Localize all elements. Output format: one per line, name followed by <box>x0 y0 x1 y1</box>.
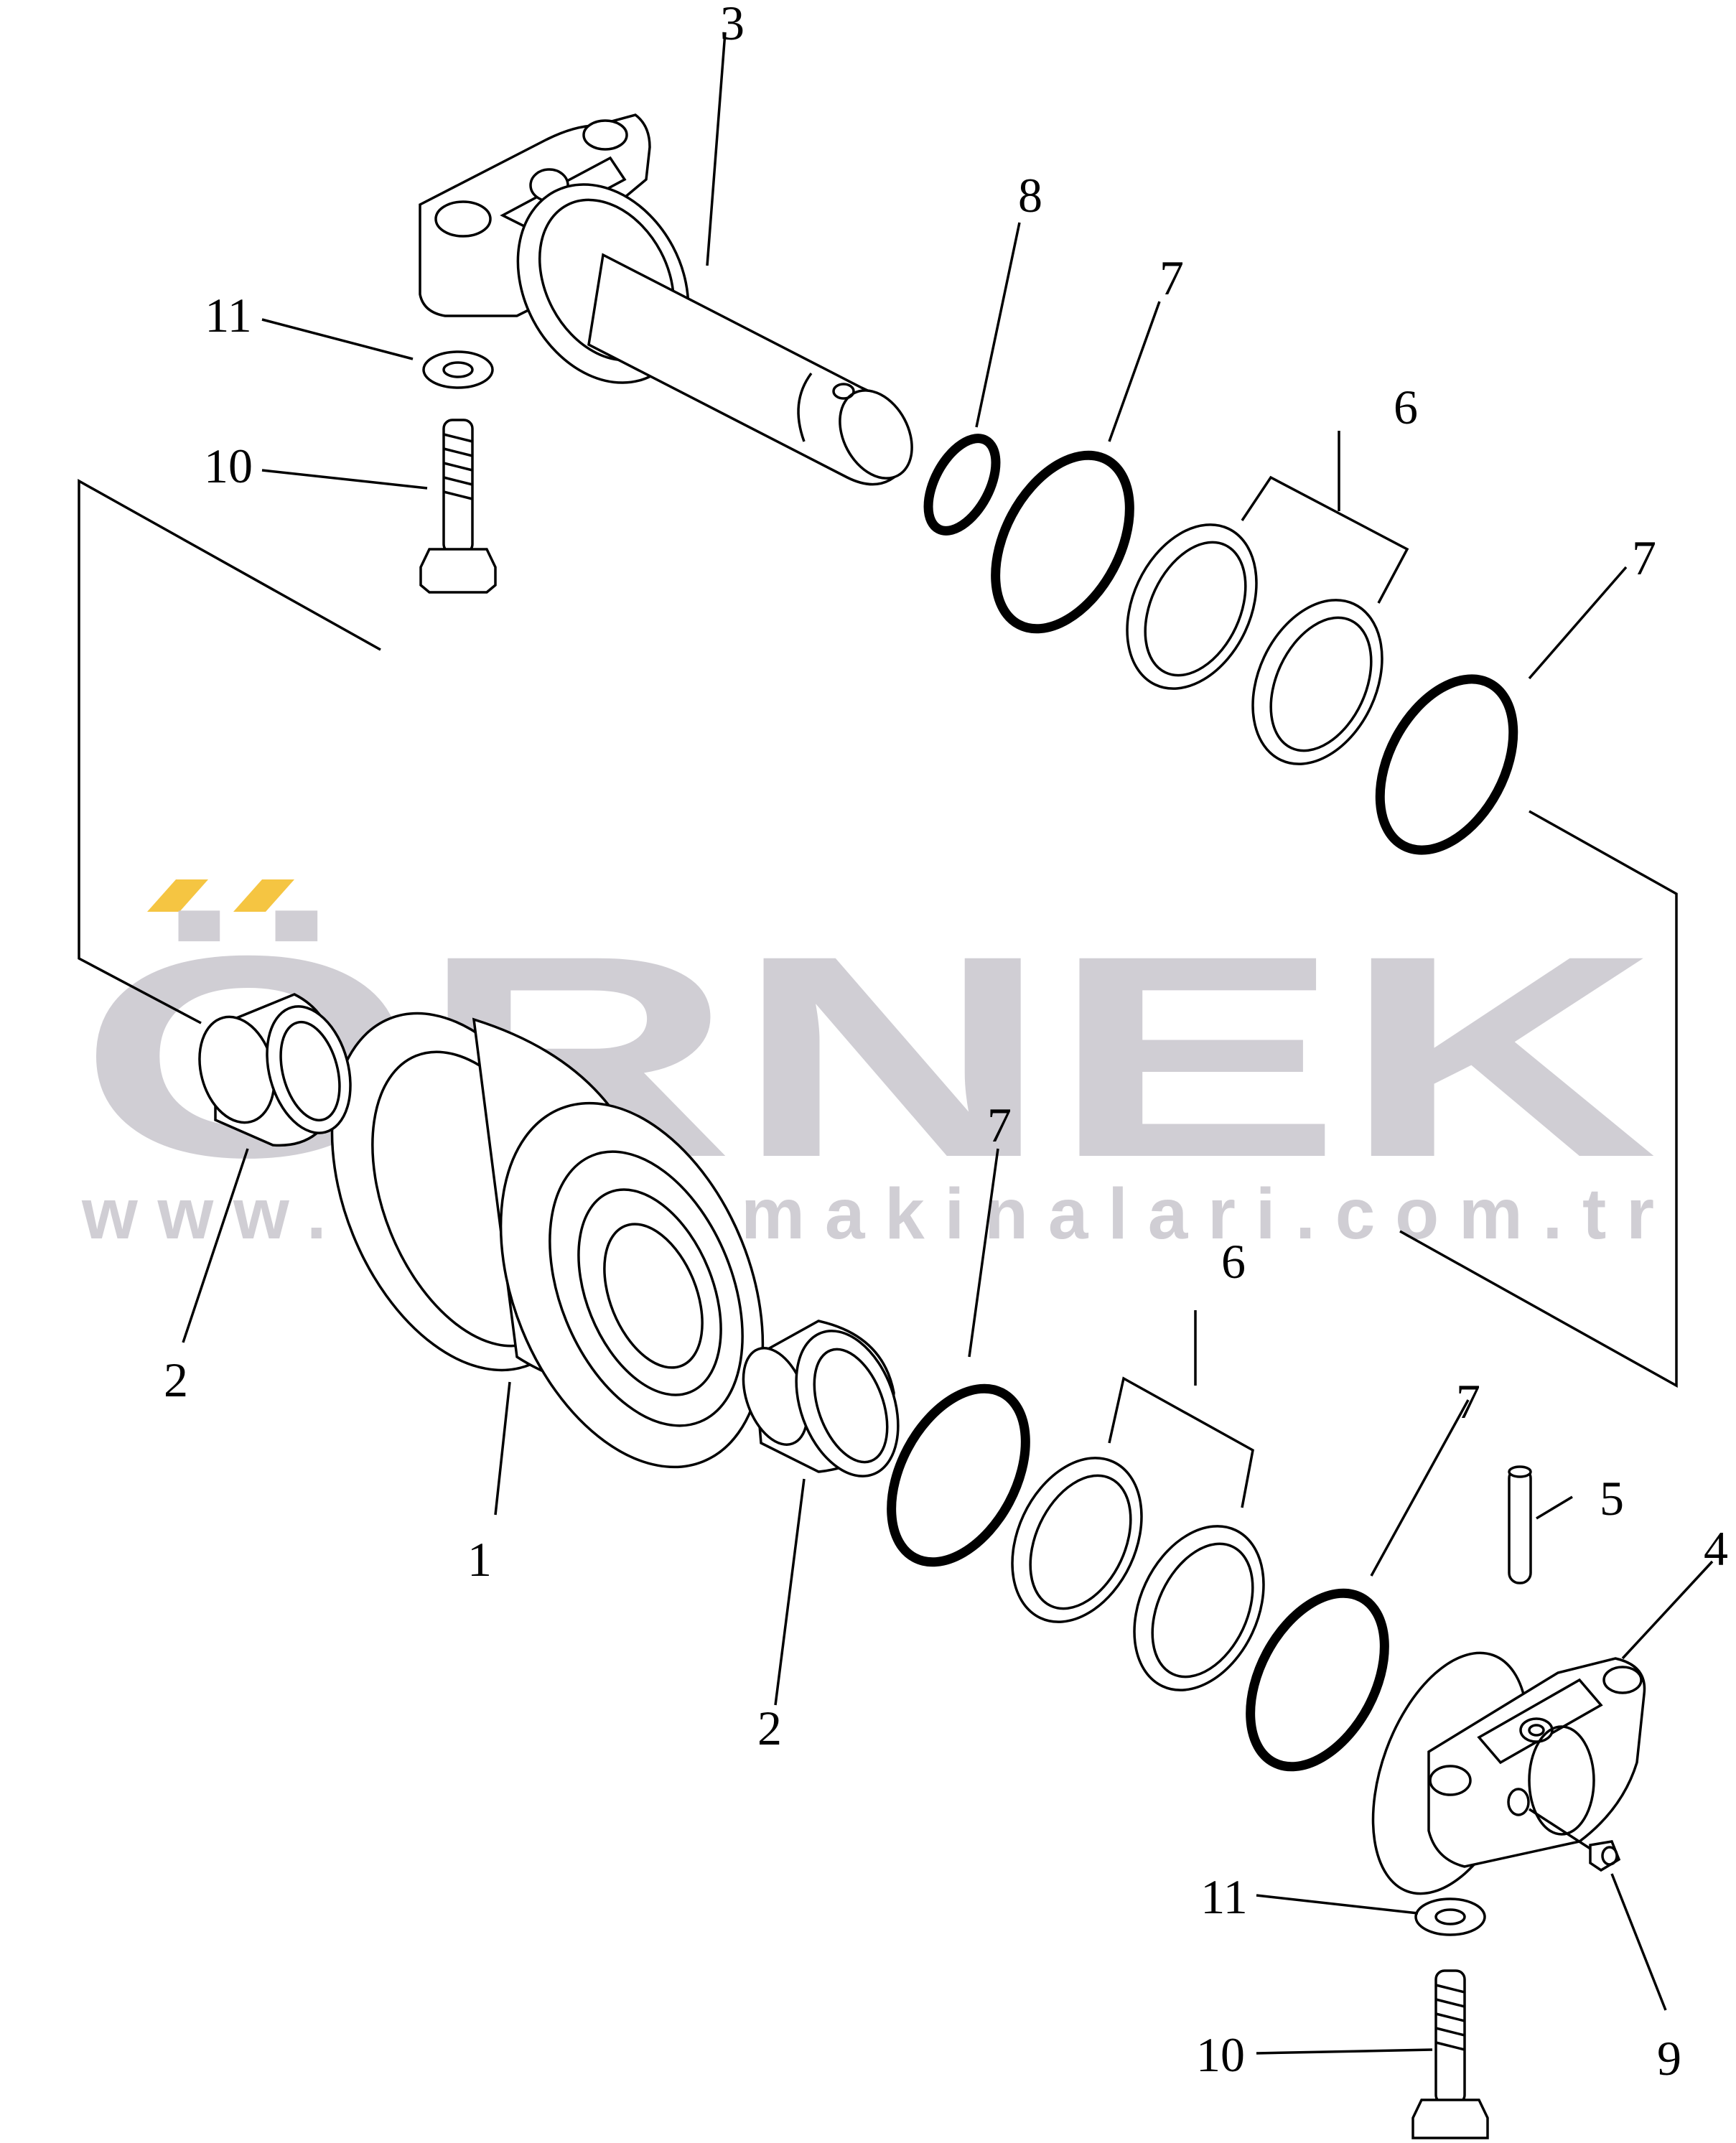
part-11-washer-lower <box>1414 1897 1486 1936</box>
callout-10-lower: 10 <box>1196 2027 1245 2082</box>
callout-5: 5 <box>1600 1471 1624 1526</box>
part-2-bushing-upper <box>198 993 352 1147</box>
watermark-accent-right <box>233 879 294 912</box>
part-7-oring-1 <box>991 450 1134 634</box>
part-1-roller <box>330 1012 765 1469</box>
callout-4: 4 <box>1704 1521 1728 1576</box>
callout-9: 9 <box>1657 2031 1681 2086</box>
part-7-oring-3 <box>887 1383 1030 1567</box>
callout-7-lower: 7 <box>1456 1374 1480 1429</box>
part-2-bushing-lower <box>742 1320 900 1477</box>
callout-1: 1 <box>467 1532 492 1587</box>
callout-11-lower: 11 <box>1200 1869 1247 1924</box>
part-4-end-bracket <box>1371 1651 1646 1895</box>
part-7-oring-4 <box>1246 1588 1389 1772</box>
callout-7-mid: 7 <box>987 1098 1012 1152</box>
part-3-shaft-bracket <box>419 113 913 486</box>
part-10-bolt-lower <box>1411 1969 1489 2139</box>
part-11-washer-upper <box>422 350 494 389</box>
callout-10-upper: 10 <box>204 439 253 493</box>
callout-7-upper-right: 7 <box>1632 531 1656 585</box>
part-9-plug <box>1529 1808 1621 1872</box>
part-6-seal-pair-lower <box>1011 1457 1265 1691</box>
part-6-seal-pair-upper <box>1126 523 1383 765</box>
assembly-frame-lines <box>78 479 1678 1388</box>
callout-6-upper: 6 <box>1394 380 1418 434</box>
part-5-pin <box>1508 1465 1532 1584</box>
leader-lines <box>182 32 1714 2055</box>
callout-6-lower: 6 <box>1221 1234 1246 1289</box>
callout-2-left: 2 <box>164 1353 188 1407</box>
callout-8: 8 <box>1018 168 1042 223</box>
watermark-accent-left <box>147 879 208 912</box>
part-7-oring-2 <box>1375 674 1518 855</box>
part-10-bolt-upper <box>419 419 497 594</box>
callout-7-upper-left: 7 <box>1159 251 1184 305</box>
part-8-small-oring <box>923 434 1001 536</box>
callout-3: 3 <box>720 0 745 50</box>
callout-2-center: 2 <box>757 1701 782 1755</box>
callout-labels: 3 8 7 6 7 11 10 2 1 2 7 6 7 5 4 11 9 10 <box>164 0 1728 2086</box>
callout-11-upper: 11 <box>205 288 251 342</box>
